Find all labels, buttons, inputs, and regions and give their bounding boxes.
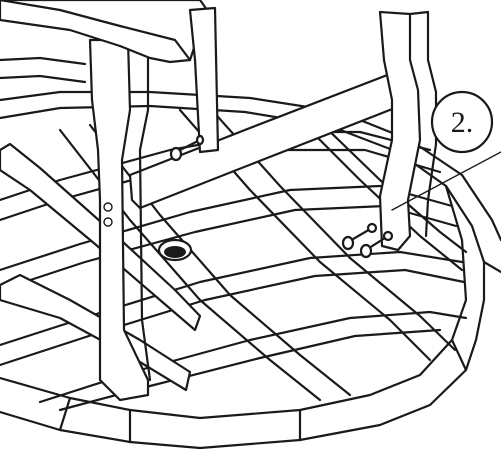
step-callout: 2. — [391, 90, 501, 211]
seat-frame — [0, 0, 220, 154]
bolt-upper — [169, 134, 205, 162]
callout-circle — [430, 90, 494, 154]
mounting-hole — [157, 238, 193, 262]
bolt-lower-1 — [341, 222, 378, 251]
bolt-lower-2 — [359, 230, 394, 259]
step-number-label: 2. — [451, 106, 474, 139]
chair-leg-right — [378, 10, 438, 252]
callout-leader-line — [391, 151, 501, 211]
